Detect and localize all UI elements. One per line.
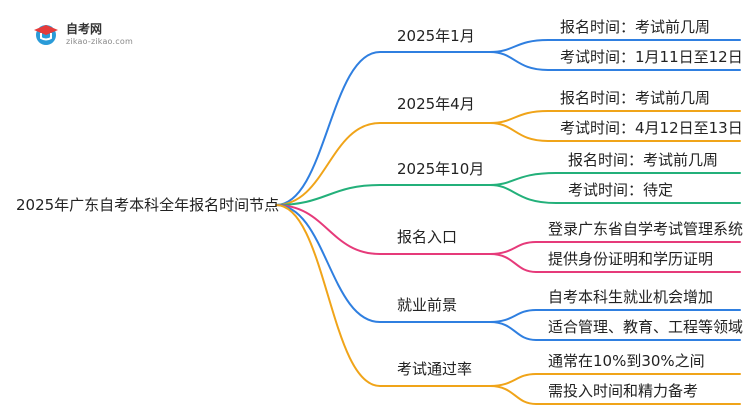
- leaf-link-5-2: [489, 321, 741, 341]
- root-node: 2025年广东自考本科全年报名时间节点: [16, 196, 280, 214]
- branch-link-6: [275, 204, 491, 387]
- graduation-cap-icon: [34, 25, 58, 45]
- brand-url: zikao-zikao.com: [66, 37, 133, 46]
- leaf-node-3-2: 考试时间：待定: [568, 181, 674, 199]
- leaf-link-3-1: [489, 172, 741, 186]
- branch-link-1: [275, 51, 491, 206]
- branch-link-4: [275, 204, 491, 255]
- leaf-link-2-1: [489, 110, 741, 124]
- leaf-link-1-2: [489, 51, 741, 71]
- leaf-node-1-2: 考试时间：1月11日至12日: [560, 48, 743, 66]
- leaf-node-2-2: 考试时间：4月12日至13日: [560, 119, 743, 137]
- leaf-node-4-1: 登录广东省自学考试管理系统: [548, 220, 744, 238]
- branch-link-5: [275, 204, 491, 323]
- leaf-node-2-1: 报名时间：考试前几周: [560, 89, 711, 107]
- branch-link-3: [275, 184, 491, 206]
- leaf-node-4-2: 提供身份证明和学历证明: [548, 250, 714, 268]
- branch-node-4: 报名入口: [397, 228, 458, 246]
- brand-name: 自考网: [66, 22, 103, 36]
- branch-link-2: [275, 122, 491, 206]
- leaf-link-1-1: [489, 39, 741, 53]
- brand-logo[interactable]: 自考网 zikao-zikao.com: [32, 20, 142, 50]
- leaf-node-1-1: 报名时间：考试前几周: [560, 18, 711, 36]
- leaf-link-2-2: [489, 122, 741, 142]
- branch-node-5: 就业前景: [397, 296, 458, 314]
- leaf-node-6-2: 需投入时间和精力备考: [548, 382, 699, 400]
- branch-node-6: 考试通过率: [397, 360, 473, 378]
- leaf-link-4-2: [489, 253, 741, 273]
- branch-node-3: 2025年10月: [397, 160, 485, 178]
- branch-node-1: 2025年1月: [397, 27, 475, 45]
- leaf-link-3-2: [489, 184, 741, 204]
- leaf-node-6-1: 通常在10%到30%之间: [548, 352, 705, 370]
- leaf-node-3-1: 报名时间：考试前几周: [568, 151, 719, 169]
- leaf-node-5-1: 自考本科生就业机会增加: [548, 288, 714, 306]
- leaf-link-6-2: [489, 385, 741, 405]
- branch-node-2: 2025年4月: [397, 95, 475, 113]
- leaf-node-5-2: 适合管理、教育、工程等领域: [548, 318, 744, 336]
